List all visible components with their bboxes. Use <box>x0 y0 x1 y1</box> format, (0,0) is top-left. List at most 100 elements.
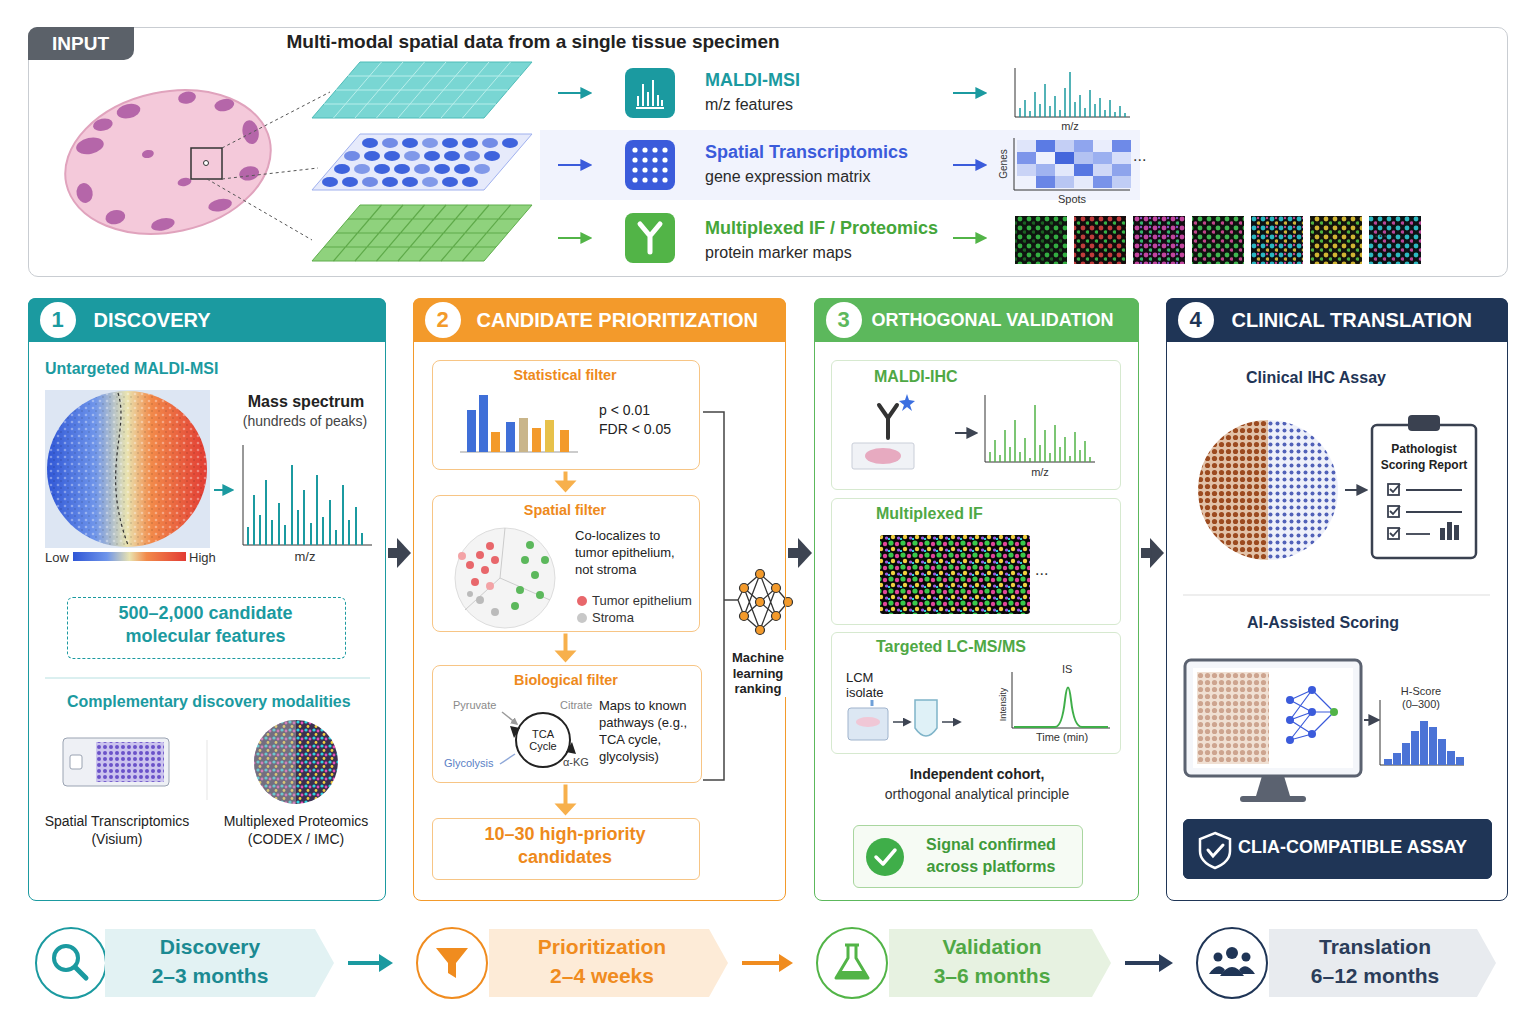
connector-line <box>348 961 380 965</box>
pathway-label: Pyruvate <box>453 699 496 713</box>
section-title: Mass spectrum <box>236 392 376 412</box>
modality-name: Spatial Transcriptomics <box>705 141 908 164</box>
connector-line <box>388 548 398 558</box>
box-title: Biological filter <box>431 671 701 689</box>
box-title: Multiplexed IF <box>876 504 1096 524</box>
axis-label: Genes <box>998 144 1010 184</box>
stage-panel: 1DISCOVERY500–2,000 candidate molecular … <box>28 298 386 901</box>
ranking-label: Machine learning ranking <box>728 650 788 697</box>
pathway-label: TCA Cycle <box>521 728 565 752</box>
stage-panel: 4 CLINICAL TRANSLATION CLIA-COMPATIBLE ASS… <box>1166 298 1508 901</box>
legend-text: Tumor epithelium <box>592 593 692 609</box>
axis-label: H-Score (0–300) <box>1392 685 1450 711</box>
connector-line <box>1141 548 1151 558</box>
timeline-text: 2–4 weeks <box>495 963 709 989</box>
modality-desc: gene expression matrix <box>705 167 870 187</box>
panel-tab: INPUT <box>28 27 134 60</box>
timeline-step: Validation3–6 months <box>815 925 1113 1001</box>
arrow-head <box>379 954 393 972</box>
axis-label: Spots <box>1050 193 1094 207</box>
result-text: 10–30 high-priority candidates <box>439 823 691 870</box>
chevron-fill <box>889 929 1111 997</box>
legend-swatch <box>577 613 587 623</box>
step-number: 1 <box>39 301 77 339</box>
filter-text: Co-localizes to tumor epithelium, not st… <box>575 528 693 579</box>
connector-line <box>1125 961 1160 965</box>
axis-label: m/z <box>1020 466 1060 480</box>
scale-label: High <box>189 550 216 566</box>
axis-label: m/z <box>285 549 325 565</box>
arrow-head <box>397 538 411 568</box>
connector-arrow <box>388 538 411 568</box>
connector-line <box>788 548 799 558</box>
threshold-text: p < 0.01 FDR < 0.05 <box>599 401 679 439</box>
panel-title: ORTHOGONAL VALIDATION <box>872 309 1134 331</box>
ellipsis: ... <box>1374 222 1387 242</box>
filter-box: Statistical filter p < 0.01 FDR < 0.05 <box>432 360 700 470</box>
modality-desc: m/z features <box>705 95 793 115</box>
arrow-head <box>1150 538 1164 568</box>
filter-text: Maps to known pathways (e.g., TCA cycle,… <box>599 698 698 766</box>
panel-heading: Multi-modal spatial data from a single t… <box>287 30 1007 54</box>
chevron-fill <box>489 929 728 997</box>
axis-label: Intensity <box>998 680 1009 730</box>
result-text: 500–2,000 candidate molecular features <box>74 602 337 649</box>
connector-arrow <box>555 472 577 493</box>
timeline-text: 6–12 months <box>1275 963 1475 989</box>
report-title: Pathologist Scoring Report <box>1376 442 1472 473</box>
chevron-fill <box>105 929 334 997</box>
section-title: Complementary discovery modalities <box>67 692 351 712</box>
timeline-text: Translation <box>1275 934 1475 960</box>
connector-arrow <box>1125 954 1173 972</box>
pathway-label: Glycolysis <box>444 757 494 771</box>
badge-text: CLIA-COMPATIBLE ASSAY <box>1238 836 1486 858</box>
connector-arrow <box>1141 538 1164 568</box>
modality-caption: Multiplexed Proteomics (CODEX / IMC) <box>213 812 379 848</box>
step-number: 4 <box>1177 301 1215 339</box>
section-title: Clinical IHC Assay <box>1166 368 1466 388</box>
timeline-text: Discovery <box>110 934 310 960</box>
confirmation-text: Signal confirmed across platforms <box>907 834 1075 877</box>
connector-line <box>564 472 568 482</box>
connector-line <box>742 961 780 965</box>
step-number: 3 <box>825 301 863 339</box>
note: (hundreds of peaks) <box>226 413 384 431</box>
ellipsis: ... <box>1035 560 1048 580</box>
box-title: Spatial filter <box>431 501 699 519</box>
connector-line <box>564 785 568 805</box>
modality-caption: Spatial Transcriptomics (Visium) <box>37 812 197 848</box>
ellipsis: ... <box>1133 146 1146 166</box>
stage-panel: 3ORTHOGONAL VALIDATIONMALDI-IHCMultiplex… <box>814 298 1139 901</box>
connector-arrow <box>555 634 577 663</box>
timeline-text: 3–6 months <box>892 963 1092 989</box>
note: orthogonal analytical principle <box>830 786 1124 804</box>
result-box: 10–30 high-priority candidates <box>432 818 700 880</box>
timeline-step: Prioritization 2–4 weeks <box>415 925 730 1001</box>
arrow-head <box>555 804 577 816</box>
modality-desc: protein marker maps <box>705 243 852 263</box>
panel-title: CANDIDATE PRIORITIZATION <box>477 309 779 331</box>
section-title: AI-Assisted Scoring <box>1166 613 1480 633</box>
legend-text: Stroma <box>592 610 634 626</box>
scale-label: Low <box>45 550 69 566</box>
timeline-step: Translation 6–12 months <box>1195 925 1498 1001</box>
arrow-head <box>798 538 812 568</box>
connector-arrow <box>555 785 577 816</box>
chevron-fill <box>1269 929 1496 997</box>
axis-label: Time (min) <box>1030 731 1094 745</box>
panel-title: CLINICAL TRANSLATION <box>1232 309 1502 331</box>
arrow-head <box>555 651 577 663</box>
box-title: Targeted LC-MS/MS <box>876 637 1096 657</box>
timeline-step: Discovery2–3 months <box>33 925 336 1001</box>
filter-box: Spatial filterCo-localizes to tumor epit… <box>432 495 700 632</box>
timeline-text: Prioritization <box>495 934 709 960</box>
connector-line <box>564 634 568 652</box>
connector-arrow <box>788 538 812 568</box>
connector-arrow <box>742 954 793 972</box>
assay-badge: CLIA-COMPATIBLE ASSAY <box>1183 819 1492 879</box>
peak-label: IS <box>1062 663 1072 677</box>
axis-label: m/z <box>1050 120 1090 134</box>
step-number: 2 <box>424 301 462 339</box>
box-title: Statistical filter <box>431 366 699 384</box>
